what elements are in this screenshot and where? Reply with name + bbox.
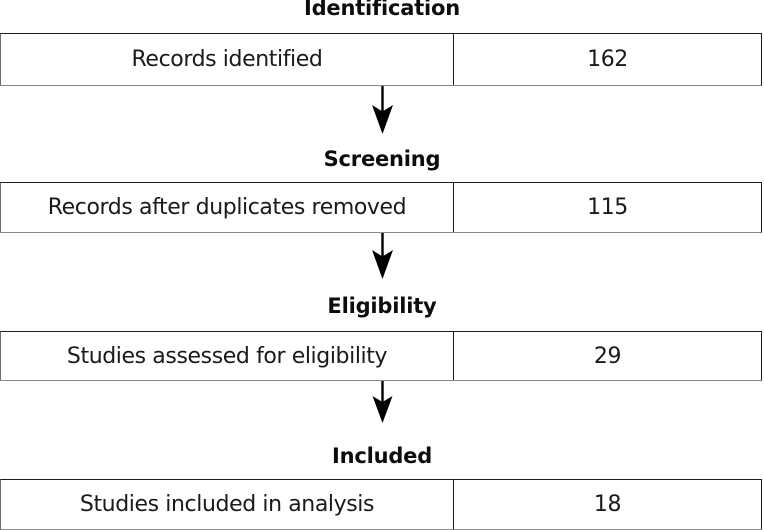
stage-box-screening: Records after duplicates removed 115 bbox=[0, 182, 762, 233]
arrow-identification-to-screening bbox=[0, 86, 764, 136]
stage-box-eligibility: Studies assessed for eligibility 29 bbox=[0, 331, 762, 381]
down-arrow-icon bbox=[372, 381, 393, 423]
stage-label-screening: Records after duplicates removed bbox=[1, 183, 454, 232]
stage-heading-included: Included bbox=[331, 444, 433, 468]
down-arrow-icon bbox=[372, 233, 393, 279]
arrow-eligibility-to-included bbox=[0, 381, 764, 425]
stage-heading-screening: Screening bbox=[323, 147, 441, 171]
stage-value-identification: 162 bbox=[587, 47, 628, 72]
stage-value-eligibility: 29 bbox=[593, 343, 622, 369]
down-arrow-icon bbox=[372, 86, 393, 134]
stage-label-included: Studies included in analysis bbox=[1, 480, 454, 529]
arrow-screening-to-eligibility bbox=[0, 233, 764, 281]
stage-value-included: 18 bbox=[593, 492, 622, 517]
stage-heading-eligibility: Eligibility bbox=[327, 294, 437, 318]
stage-label-identification: Records identified bbox=[1, 34, 454, 85]
stage-box-included: Studies included in analysis 18 bbox=[0, 479, 762, 530]
stage-box-identification: Records identified 162 bbox=[0, 33, 762, 86]
stage-heading-identification: Identification bbox=[303, 0, 461, 20]
stage-value-screening: 115 bbox=[587, 195, 628, 220]
stage-label-eligibility: Studies assessed for eligibility bbox=[1, 332, 454, 380]
